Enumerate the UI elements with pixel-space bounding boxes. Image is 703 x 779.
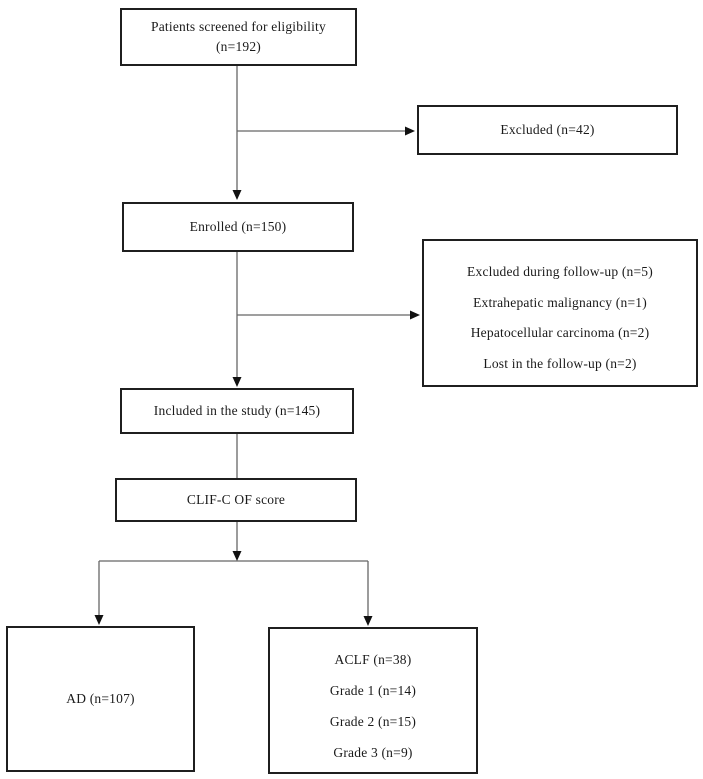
arrowhead-aclf	[363, 616, 373, 626]
arrowhead-ad	[94, 615, 104, 625]
aclf-line3: Grade 2 (n=15)	[329, 713, 417, 729]
box-ad: AD (n=107)	[6, 626, 195, 772]
followup-line1: Excluded during follow-up (n=5)	[467, 264, 653, 280]
box-clif-score: CLIF-C OF score	[115, 478, 357, 522]
box-excluded: Excluded (n=42)	[417, 105, 678, 155]
box-clif-label: CLIF-C OF score	[186, 491, 286, 507]
arrowhead-followup	[410, 310, 420, 320]
aclf-line2: Grade 1 (n=14)	[329, 683, 417, 698]
followup-line3: Hepatocellular carcinoma (n=2)	[470, 325, 650, 341]
arrowhead-enrolled	[232, 190, 242, 200]
box-screened-line1: Patients screened for eligibility	[151, 18, 326, 34]
arrowhead-excluded	[405, 126, 415, 136]
box-included: Included in the study (n=145)	[120, 388, 354, 434]
box-enrolled-label: Enrolled (n=150)	[189, 218, 287, 234]
box-screened: Patients screened for eligibility (n=192…	[120, 8, 357, 66]
followup-line4: Lost in the follow-up (n=2)	[483, 355, 637, 371]
arrowhead-included	[232, 377, 242, 387]
box-aclf: ACLF (n=38) Grade 1 (n=14) Grade 2 (n=15…	[268, 627, 478, 774]
arrowhead-split	[232, 551, 242, 561]
box-excluded-label: Excluded (n=42)	[500, 121, 595, 137]
box-enrolled: Enrolled (n=150)	[122, 202, 354, 252]
box-screened-line2: (n=192)	[215, 39, 261, 54]
box-included-label: Included in the study (n=145)	[153, 402, 321, 418]
followup-line2: Extrahepatic malignancy (n=1)	[473, 294, 647, 310]
aclf-line1: ACLF (n=38)	[334, 652, 412, 668]
aclf-line4: Grade 3 (n=9)	[333, 744, 413, 760]
box-ad-label: AD (n=107)	[66, 690, 135, 706]
box-excluded-followup: Excluded during follow-up (n=5) Extrahep…	[422, 239, 698, 387]
